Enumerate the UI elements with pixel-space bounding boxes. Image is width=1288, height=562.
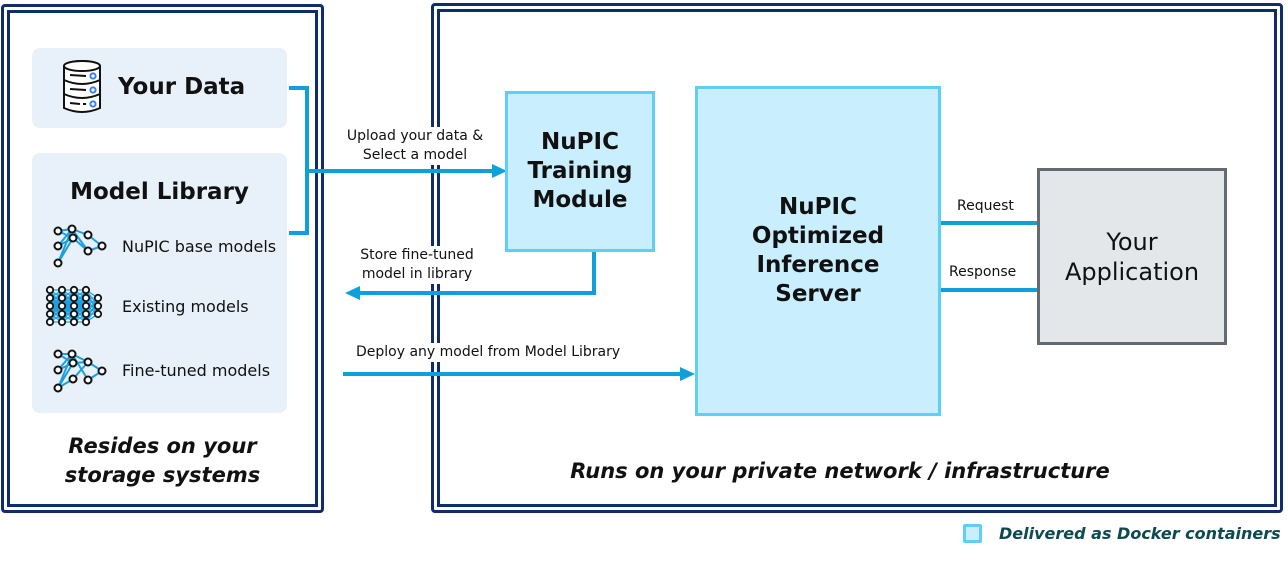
store-label: Store fine-tuned model in library: [348, 246, 486, 284]
network-edge: [85, 297, 99, 323]
network-node: [57, 293, 67, 303]
storage-systems-frame-inner: [7, 10, 318, 507]
database-icon: [63, 60, 101, 113]
network-node: [81, 285, 91, 295]
inference-server-line4: Server: [775, 281, 861, 307]
your-data-title: Your Data: [118, 74, 246, 100]
training-module-box: NuPIC Training Module: [505, 91, 655, 252]
library-item-fine-tuned-models: Fine-tuned models: [44, 348, 270, 393]
library-item-label: Fine-tuned models: [122, 360, 271, 380]
bracket-connector: [289, 86, 309, 235]
your-application-line1: Your: [1106, 227, 1158, 256]
upload-label-line1: Upload your data &: [346, 128, 484, 144]
network-edge: [61, 297, 75, 323]
inference-server-line1: NuPIC: [779, 194, 857, 220]
neural-network-icon: [53, 224, 107, 268]
network-node: [93, 301, 103, 311]
training-module-line2: Training: [527, 158, 633, 184]
dense-network-icon: [45, 285, 103, 327]
network-node: [69, 293, 79, 303]
network-node: [69, 301, 79, 311]
network-node: [93, 309, 103, 319]
network-node: [81, 293, 91, 303]
upload-arrowhead: [492, 164, 507, 178]
network-node: [69, 317, 79, 327]
network-node: [45, 317, 55, 327]
network-node: [81, 309, 91, 319]
network-edge: [49, 297, 63, 323]
store-label-line1: Store fine-tuned: [360, 247, 474, 263]
network-node: [57, 309, 67, 319]
training-module-line1: NuPIC: [541, 129, 619, 155]
deploy-arrowhead: [680, 367, 695, 381]
store-label-line2: model in library: [361, 266, 473, 282]
network-node: [45, 293, 55, 303]
training-module-line3: Module: [532, 187, 628, 213]
your-application-line2: Application: [1064, 257, 1200, 286]
storage-systems-frame: [1, 4, 324, 513]
store-arrow-line: [360, 250, 596, 295]
model-library-panel: Model Library: [32, 153, 287, 413]
model-library-title: Model Library: [70, 179, 249, 205]
private-network-caption: Runs on your private network / infrastru…: [570, 459, 1110, 483]
your-data-panel: Your Data: [32, 48, 287, 128]
request-label: Request: [957, 198, 1014, 214]
network-node: [57, 301, 67, 311]
inference-server-box: NuPIC Optimized Inference Server: [695, 86, 941, 416]
store-arrowhead: [345, 286, 360, 300]
network-node: [81, 317, 91, 327]
library-item-nupic-base-models: NuPIC base models: [44, 224, 276, 268]
network-node: [57, 285, 67, 295]
your-application-box: Your Application: [1037, 168, 1227, 345]
storage-caption: Resides on your storage systems: [10, 432, 315, 490]
legend: Delivered as Docker containers: [963, 524, 1281, 543]
legend-swatch: [963, 524, 982, 543]
library-item-existing-models: Existing models: [44, 284, 249, 328]
legend-label: Delivered as Docker containers: [999, 524, 1281, 543]
response-label: Response: [949, 264, 1017, 280]
network-node: [69, 309, 79, 319]
upload-label-line2: Select a model: [362, 147, 468, 163]
storage-caption-line2: storage systems: [64, 463, 261, 487]
inference-server-line3: Inference: [756, 252, 880, 278]
network-node: [57, 317, 67, 327]
upload-label: Upload your data & Select a model: [338, 127, 492, 165]
network-node: [81, 301, 91, 311]
library-item-label: Existing models: [122, 296, 249, 316]
storage-caption-line1: Resides on your: [68, 434, 257, 458]
library-item-label: NuPIC base models: [122, 236, 277, 256]
inference-server-line2: Optimized: [751, 223, 885, 249]
neural-network-icon: [53, 349, 107, 393]
network-node: [45, 285, 55, 295]
network-node: [93, 293, 103, 303]
network-node: [69, 285, 79, 295]
network-node: [45, 309, 55, 319]
network-node: [45, 301, 55, 311]
deploy-label: Deploy any model from Model Library: [354, 343, 623, 362]
network-edge: [73, 297, 87, 323]
